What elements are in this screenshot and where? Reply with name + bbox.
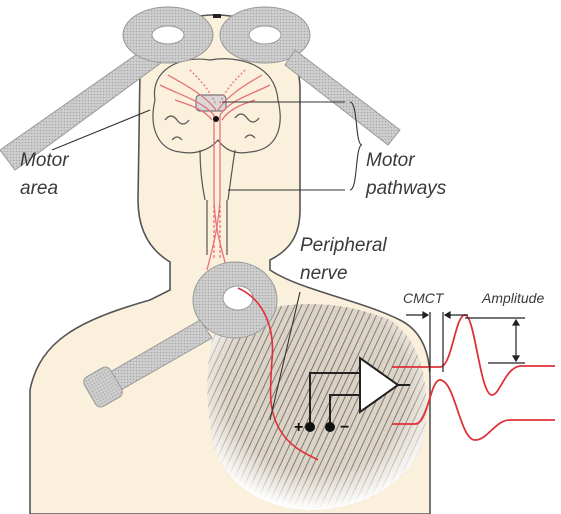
motor-nucleus-dot xyxy=(213,116,219,122)
peripheral-nerve-label-line2: nerve xyxy=(300,263,348,284)
positive-electrode xyxy=(305,422,315,432)
cmct-label: CMCT xyxy=(403,290,445,306)
negative-electrode xyxy=(325,422,335,432)
amplitude-label: Amplitude xyxy=(481,290,544,306)
motor-pathways-label-line1: Motor xyxy=(366,150,415,171)
motor-area-label-line1: Motor xyxy=(20,150,69,171)
motor-area-label-line2: area xyxy=(20,178,58,199)
motor-pathways-label-line2: pathways xyxy=(365,178,447,199)
minus-sign: − xyxy=(340,419,349,436)
plus-sign: + xyxy=(294,419,303,436)
peripheral-nerve-label-line1: Peripheral xyxy=(300,235,387,256)
